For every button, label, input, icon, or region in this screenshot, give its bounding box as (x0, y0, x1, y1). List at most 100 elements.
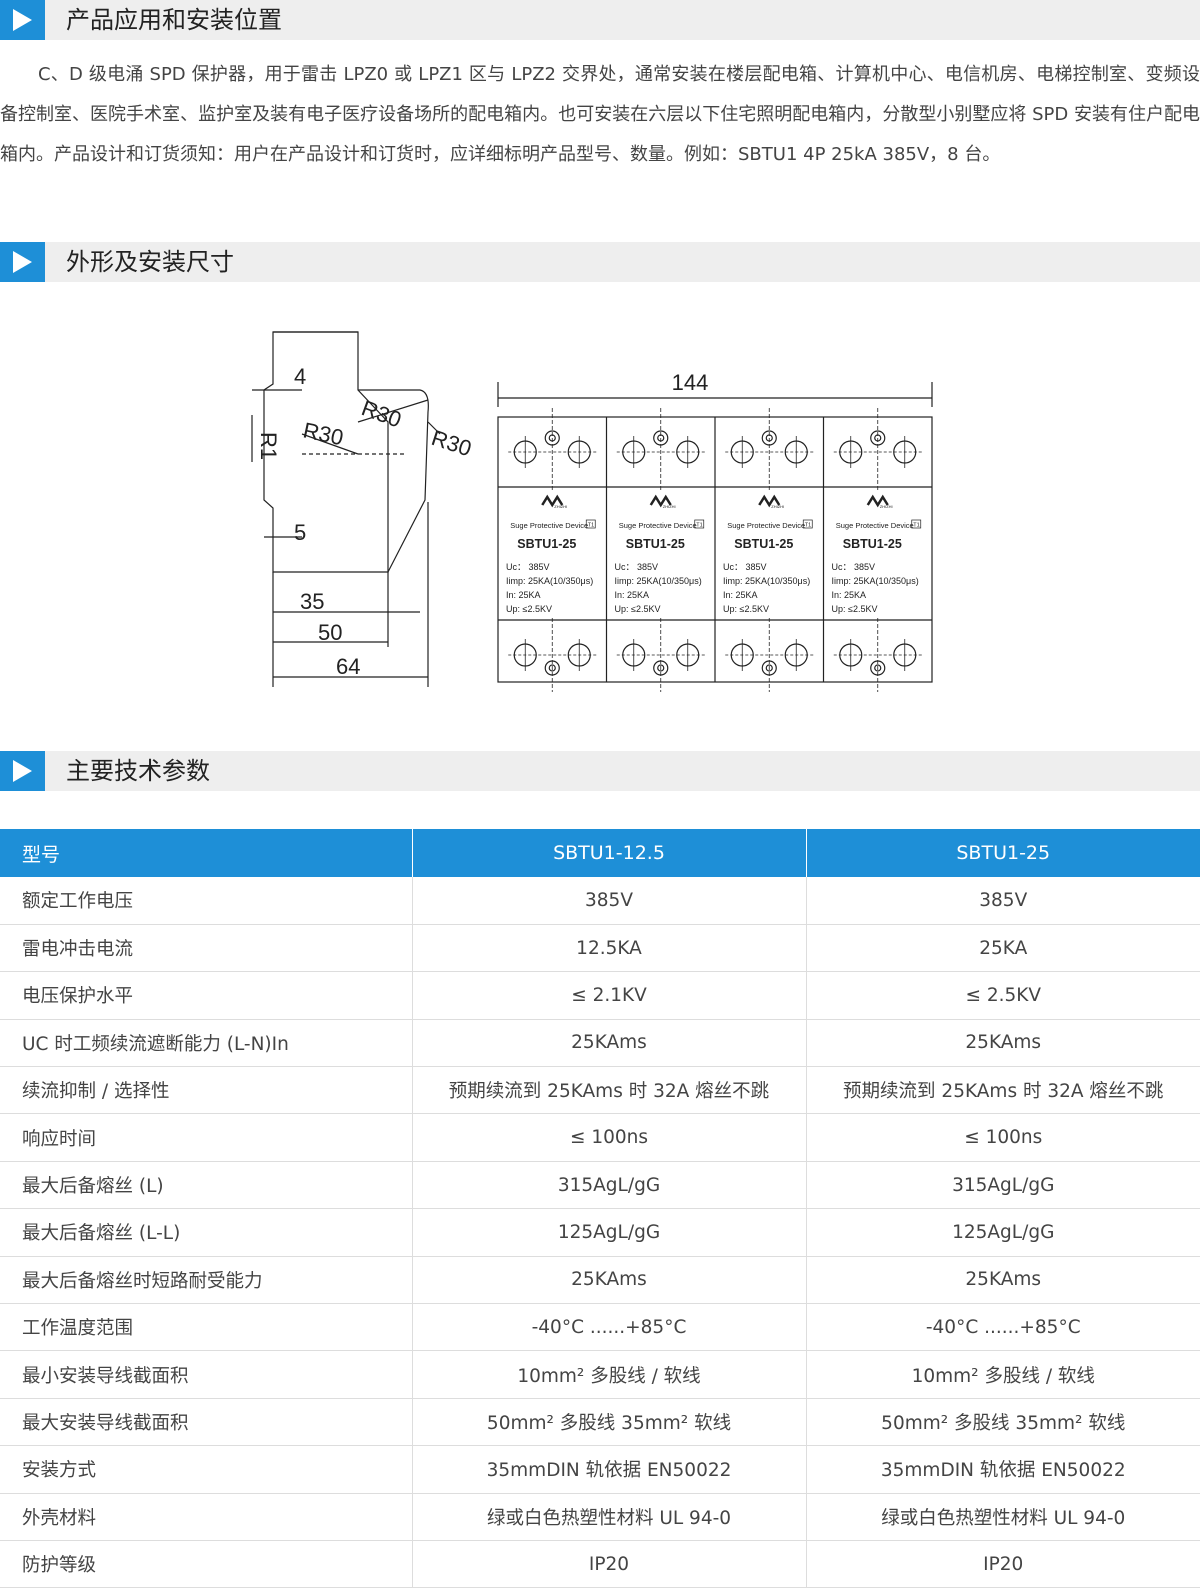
table-row: 工作温度范围-40°C ......+85°C-40°C ......+85°C (0, 1303, 1200, 1352)
badge-label: T1 (588, 523, 594, 529)
param-name-cell: 雷电冲击电流 (0, 924, 413, 973)
param-name-cell: 最小安装导线截面积 (0, 1350, 413, 1399)
param-name-cell: 外壳材料 (0, 1493, 413, 1541)
param-value-cell: 25KA (806, 924, 1200, 973)
dim-label-r30c: R30 (428, 425, 474, 461)
radius-line-a (301, 433, 359, 455)
dim-label-5: 5 (294, 520, 306, 545)
param-name-cell: 最大安装导线截面积 (0, 1398, 413, 1447)
radius-line-c (427, 421, 441, 435)
param-value-cell: IP20 (412, 1540, 807, 1589)
param-name-cell: 最大后备熔丝 (L-L) (0, 1208, 413, 1257)
brand-logo-icon (649, 494, 672, 508)
param-value-cell: 预期续流到 25KAms 时 32A 熔丝不跳 (412, 1066, 807, 1115)
module-uc-label: Uc： 385V (723, 562, 767, 572)
side-view (251, 331, 441, 687)
section-title: 外形及安装尺寸 (66, 248, 234, 276)
device-type-label: Suge Protective Device (619, 521, 697, 530)
center-screw-dot (765, 664, 773, 672)
brand-label: ZHIZHI (663, 504, 676, 509)
brand-logo-icon (541, 494, 564, 508)
dim-label-50: 50 (318, 620, 342, 645)
module-up-label: Up: ≤2.5KV (615, 604, 661, 614)
module-up-label: Up: ≤2.5KV (723, 604, 769, 614)
module-in-label: In: 25KA (615, 590, 650, 600)
brand-label: ZHIZHI (771, 504, 784, 509)
table-row: 响应时间≤ 100ns≤ 100ns (0, 1113, 1200, 1162)
param-value-cell: ≤ 2.1KV (412, 971, 807, 1020)
side-profile (358, 389, 429, 573)
play-arrow-icon (0, 0, 45, 40)
param-name-cell: 响应时间 (0, 1113, 413, 1162)
module-model-label: SBTU1-25 (843, 537, 902, 551)
module-model-label: SBTU1-25 (517, 537, 576, 551)
center-screw-dot (548, 664, 556, 672)
param-name-cell: 最大后备熔丝 (L) (0, 1161, 413, 1210)
module-iimp-label: Iimp: 25KA(10/350μs) (832, 576, 919, 586)
param-name-cell: 安装方式 (0, 1445, 413, 1494)
module-in-label: In: 25KA (832, 590, 867, 600)
header-cell: SBTU1-12.5 (412, 829, 807, 877)
param-value-cell: 25KAms (412, 1019, 807, 1068)
param-value-cell: ≤ 100ns (412, 1113, 807, 1162)
param-value-cell: 125AgL/gG (806, 1208, 1200, 1257)
intro-text: C、D 级电涌 SPD 保护器，用于雷击 LPZ0 或 LPZ1 区与 LPZ2… (0, 55, 1200, 175)
param-value-cell: 50mm² 多股线 35mm² 软线 (806, 1398, 1200, 1447)
param-value-cell: 25KAms (806, 1256, 1200, 1305)
param-name-cell: 电压保护水平 (0, 971, 413, 1020)
param-value-cell: 绿或白色热塑性材料 UL 94-0 (806, 1493, 1200, 1541)
param-value-cell: 50mm² 多股线 35mm² 软线 (412, 1398, 807, 1447)
dim-label-4: 4 (294, 364, 306, 389)
module-iimp-label: Iimp: 25KA(10/350μs) (723, 576, 810, 586)
device-type-label: Suge Protective Device (836, 521, 914, 530)
module-iimp-label: Iimp: 25KA(10/350μs) (615, 576, 702, 586)
param-name-cell: 续流抑制 / 选择性 (0, 1066, 413, 1115)
badge-label: T1 (696, 523, 702, 529)
module-uc-label: Uc： 385V (615, 562, 659, 572)
param-value-cell: -40°C ......+85°C (806, 1303, 1200, 1352)
dim-label-r30a: R30 (301, 417, 346, 450)
header-cell: SBTU1-25 (806, 829, 1200, 877)
param-name-cell: 工作温度范围 (0, 1303, 413, 1352)
module-up-label: Up: ≤2.5KV (832, 604, 878, 614)
param-value-cell: ≤ 2.5KV (806, 971, 1200, 1020)
param-value-cell: 35mmDIN 轨依据 EN50022 (806, 1445, 1200, 1494)
param-name-cell: 最大后备熔丝时短路耐受能力 (0, 1256, 413, 1305)
param-value-cell: 385V (412, 877, 807, 925)
section-header-application: 产品应用和安装位置 (0, 0, 1200, 40)
section-title: 产品应用和安装位置 (66, 6, 282, 34)
header-cell: 型号 (0, 829, 413, 877)
dim-label-r1: R1 (256, 432, 281, 460)
param-value-cell: -40°C ......+85°C (412, 1303, 807, 1352)
module-in-label: In: 25KA (506, 590, 541, 600)
badge-label: T1 (913, 523, 919, 529)
dim-label-r30b: R30 (358, 395, 404, 432)
param-name-cell: UC 时工频续流遮断能力 (L-N)In (0, 1019, 413, 1068)
device-type-label: Suge Protective Device (727, 521, 805, 530)
param-name-cell: 额定工作电压 (0, 877, 413, 925)
center-screw-dot (874, 664, 882, 672)
badge-box (802, 519, 813, 529)
radius-line-b (357, 399, 429, 423)
badge-box (911, 519, 922, 529)
module-model-label: SBTU1-25 (626, 537, 685, 551)
module-model-label: SBTU1-25 (734, 537, 793, 551)
param-value-cell: 预期续流到 25KAms 时 32A 熔丝不跳 (806, 1066, 1200, 1115)
center-screw-dot (657, 664, 665, 672)
dim-label-64: 64 (336, 654, 360, 679)
brand-logo-icon (866, 494, 889, 508)
dim-label-35: 35 (300, 589, 324, 614)
badge-box (694, 519, 705, 529)
badge-label: T1 (805, 523, 811, 529)
param-name-cell: 防护等级 (0, 1540, 413, 1589)
param-value-cell: 315AgL/gG (412, 1161, 807, 1210)
